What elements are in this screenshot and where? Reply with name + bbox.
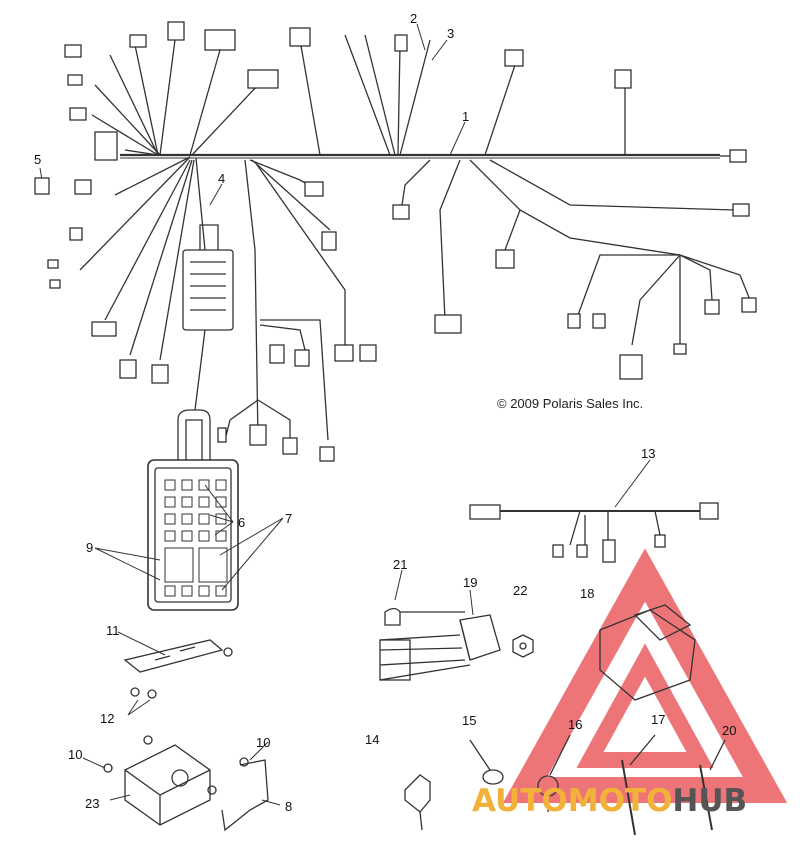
screw-16: [537, 734, 571, 812]
copyright-text: © 2009 Polaris Sales Inc.: [497, 396, 644, 411]
leader-lines: [39, 23, 651, 806]
callout-8: 8: [285, 799, 293, 814]
callout-6: 6: [238, 515, 246, 530]
callout-10-right: 10: [256, 735, 271, 750]
callout-3: 3: [447, 26, 455, 41]
mounting-bracket: [123, 639, 233, 699]
fuse-box-detail: [147, 409, 239, 611]
watermark-triangle: [502, 548, 788, 803]
callout-7: 7: [285, 511, 293, 526]
cable-ties: [621, 734, 726, 836]
callout-21: 21: [393, 557, 408, 572]
callout-10-left: 10: [68, 747, 83, 762]
callout-19: 19: [463, 575, 478, 590]
nut-22: [512, 634, 534, 658]
callout-11: 11: [106, 623, 120, 638]
callout-20: 20: [722, 723, 737, 738]
callout-1: 1: [462, 109, 470, 124]
callout-5: 5: [34, 152, 42, 167]
main-harness: [79, 34, 751, 441]
clip-14: [404, 774, 431, 831]
cover-18: [599, 604, 696, 701]
watermark-logo: AUTOMOTOHUB: [472, 783, 747, 819]
module-19: [379, 607, 501, 681]
watermark-word-1: AUTO: [472, 783, 568, 819]
callout-4: 4: [218, 171, 226, 186]
callout-23: 23: [85, 796, 100, 811]
callout-18: 18: [580, 586, 595, 601]
callout-2: 2: [410, 11, 418, 26]
callout-16: 16: [568, 717, 583, 732]
callout-17: 17: [651, 712, 666, 727]
watermark-word-3: HUB: [672, 783, 748, 819]
relay-holder: [103, 735, 269, 832]
clamp-15: [469, 739, 504, 785]
callout-9: 9: [86, 540, 94, 555]
callout-14: 14: [365, 732, 380, 747]
callout-13: 13: [641, 446, 656, 461]
watermark-word-2: MOTO: [567, 783, 673, 819]
callout-12: 12: [100, 711, 115, 726]
connectors: [34, 21, 757, 462]
callout-15: 15: [462, 713, 477, 728]
sub-harness: [469, 502, 719, 563]
callout-22: 22: [513, 583, 528, 598]
fuse-box-small: [182, 224, 234, 411]
